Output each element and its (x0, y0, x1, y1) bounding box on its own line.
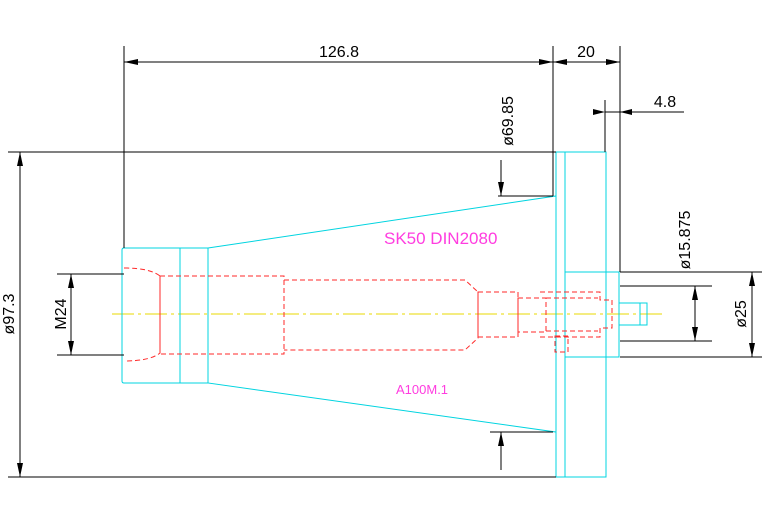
arrow-cone-bottom (498, 432, 504, 446)
arrow-flange-left (553, 59, 567, 65)
thread-bore-hidden (123, 267, 161, 362)
arrow-hub-bottom (749, 343, 755, 357)
arrow-step-right (620, 109, 632, 115)
arrow-step-left (593, 109, 605, 115)
dim-flange-diameter: ø97.3 (1, 293, 18, 334)
arrow-thread-bottom (68, 341, 74, 355)
bore-hidden (159, 275, 285, 355)
inner-taper-hidden (284, 279, 479, 351)
dim-pin-diameter: ø15.875 (677, 211, 694, 270)
arrow-flange-dia-bottom (17, 463, 23, 477)
dim-total-length: 126.8 (319, 44, 359, 61)
inner-step-hidden (477, 291, 519, 338)
neck-outline (179, 247, 209, 384)
arrow-thread-top (68, 274, 74, 288)
dim-hub-diameter: ø25 (733, 300, 750, 328)
arrow-flange-dia-top (17, 152, 23, 166)
part-outline (121, 151, 648, 478)
dim-step-width: 4.8 (654, 94, 676, 111)
arrow-pin-top (692, 286, 698, 300)
dimension-lines (8, 46, 762, 478)
hidden-lines (123, 267, 613, 362)
drawing-title: SK50 DIN2080 (384, 229, 497, 248)
part-code: A100M.1 (396, 382, 448, 397)
arrow-length-left (124, 59, 138, 65)
pin-outline (618, 302, 648, 326)
inner-slot-hidden (517, 297, 547, 333)
hub-bolt-hidden (554, 335, 569, 353)
arrowheads (17, 59, 755, 477)
left-cap-outline (121, 247, 181, 384)
dim-flange-width: 20 (577, 44, 595, 61)
dim-cone-diameter: ø69.85 (500, 96, 517, 146)
arrow-length-right (539, 59, 553, 65)
arrow-cone-top (498, 182, 504, 196)
arrow-hub-top (749, 272, 755, 286)
arrow-pin-bottom (692, 327, 698, 341)
arrow-flange-right (606, 59, 620, 65)
dim-thread: M24 (53, 298, 70, 329)
